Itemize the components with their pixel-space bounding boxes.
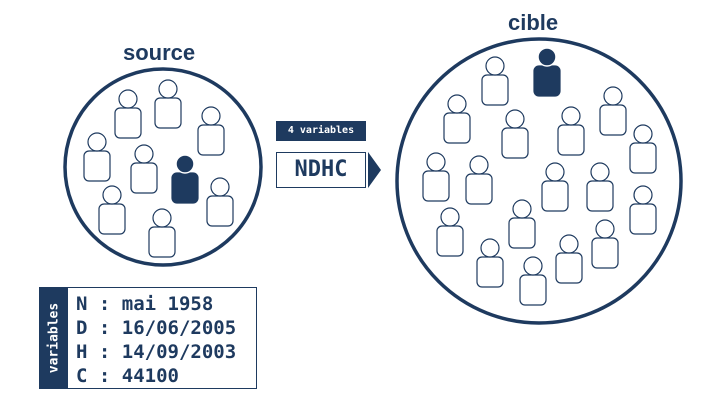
person-icon — [481, 56, 509, 106]
person-icon — [197, 106, 225, 156]
person-icon — [148, 208, 176, 258]
matched-person-icon — [533, 47, 561, 97]
person-icon — [436, 207, 464, 257]
person-icon — [508, 199, 536, 249]
person-icon — [98, 185, 126, 235]
person-icon — [114, 89, 142, 139]
person-icon — [591, 219, 619, 269]
variable-item: N : mai 1958 — [76, 293, 214, 315]
person-icon — [422, 152, 450, 202]
person-icon — [557, 106, 585, 156]
target-individuals — [422, 47, 657, 306]
method-label-box: NDHC — [276, 152, 366, 188]
person-icon — [501, 109, 529, 159]
person-icon — [555, 234, 583, 284]
target-population-circle — [395, 37, 683, 325]
person-icon — [130, 144, 158, 194]
person-icon — [629, 185, 657, 235]
person-icon — [519, 256, 547, 306]
person-icon — [206, 177, 234, 227]
variables-panel: variables N : mai 1958 D : 16/06/2005 H … — [39, 287, 257, 389]
arrow-right-icon — [368, 152, 381, 188]
variables-side-label: variables — [46, 302, 62, 374]
variable-item: D : 16/06/2005 — [76, 317, 237, 339]
source-population-circle — [63, 67, 263, 267]
matched-person-icon — [171, 154, 199, 204]
person-icon — [465, 155, 493, 205]
variables-list: N : mai 1958 D : 16/06/2005 H : 14/09/20… — [76, 292, 236, 388]
person-icon — [83, 132, 111, 182]
person-icon — [586, 162, 614, 212]
person-icon — [443, 94, 471, 144]
person-icon — [476, 238, 504, 288]
source-individuals — [83, 79, 234, 258]
variable-item: H : 14/09/2003 — [76, 341, 237, 363]
person-icon — [541, 162, 569, 212]
person-icon — [629, 124, 657, 174]
variables-count-tag: 4 variables — [276, 121, 366, 141]
person-icon — [154, 79, 182, 129]
person-icon — [599, 86, 627, 136]
variables-side-bar: variables — [40, 288, 68, 388]
source-population-title: source — [123, 40, 196, 65]
variable-item: C : 44100 — [76, 365, 179, 387]
target-population-title: cible — [508, 10, 559, 35]
